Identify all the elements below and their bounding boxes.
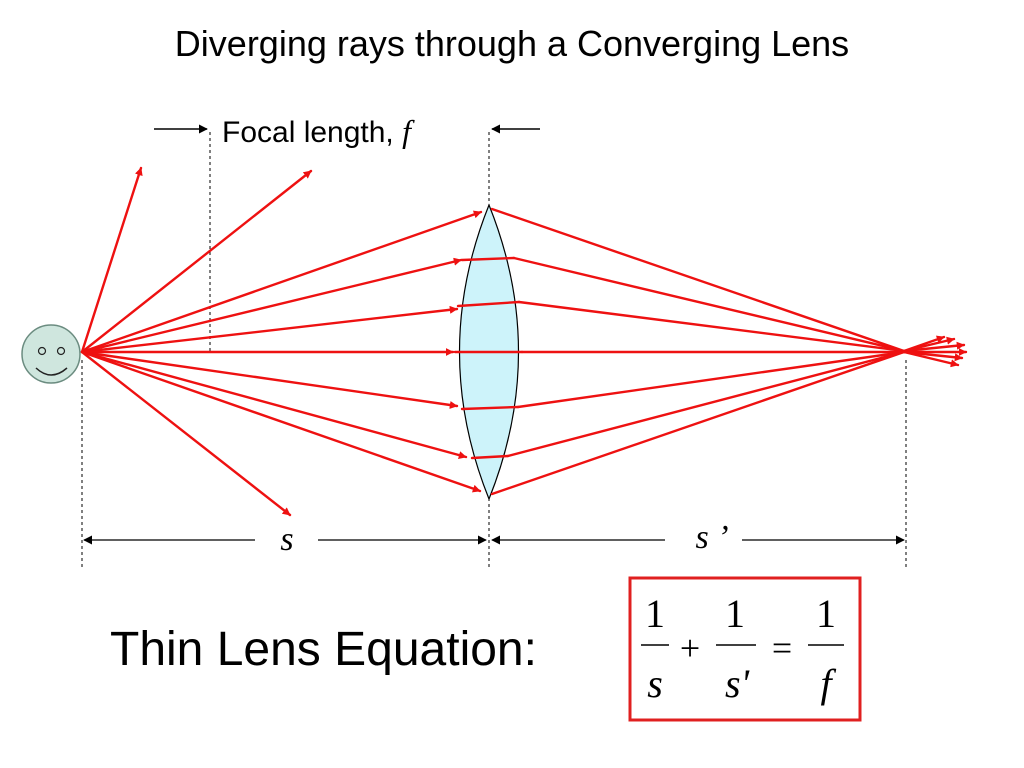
ray-inside-lens — [470, 454, 510, 460]
escaping-ray-upper — [80, 169, 313, 354]
diverging-ray-past-image — [902, 341, 966, 353]
incoming-ray — [80, 257, 463, 354]
term2-denominator: s' — [725, 661, 751, 706]
term1-numerator: 1 — [645, 591, 665, 636]
focal-length-symbol: f — [402, 113, 415, 149]
plus-sign: + — [680, 628, 700, 668]
object-distance-label: s — [280, 521, 293, 558]
equals-sign: = — [772, 628, 792, 668]
incoming-ray — [80, 350, 468, 459]
incoming-ray — [80, 350, 482, 493]
outgoing-ray — [490, 350, 906, 496]
image-distance-label: s ’ — [695, 519, 728, 556]
equation-label: Thin Lens Equation: — [110, 623, 537, 676]
escaping-ray-lower — [80, 350, 292, 517]
equation-box — [628, 576, 862, 722]
diverging-ray-past-image — [902, 350, 960, 368]
focal-length-label: Focal length, f — [222, 113, 415, 149]
escaping-ray-upper-steep — [80, 166, 143, 354]
incoming-ray — [80, 305, 459, 354]
outgoing-ray — [490, 207, 906, 353]
ray-inside-lens — [460, 256, 516, 262]
slide-title: Diverging rays through a Converging Lens — [175, 23, 849, 64]
thin-lens-equation: 1 s + 1 s' = 1 f — [641, 591, 844, 706]
outgoing-ray — [517, 300, 906, 353]
diverging-ray-past-image — [902, 350, 964, 362]
focal-length-text: Focal length, — [222, 116, 402, 149]
smiley-face-icon — [21, 324, 81, 384]
outgoing-ray — [506, 350, 906, 458]
incoming-ray — [80, 350, 459, 409]
outgoing-ray — [512, 256, 906, 353]
light-rays — [80, 166, 968, 517]
term2-numerator: 1 — [725, 591, 745, 636]
ray-inside-lens — [456, 300, 521, 308]
term3-numerator: 1 — [816, 591, 836, 636]
incoming-ray — [80, 210, 483, 354]
outgoing-ray — [516, 350, 906, 409]
term1-denominator: s — [647, 661, 663, 706]
ray-inside-lens — [460, 405, 520, 411]
